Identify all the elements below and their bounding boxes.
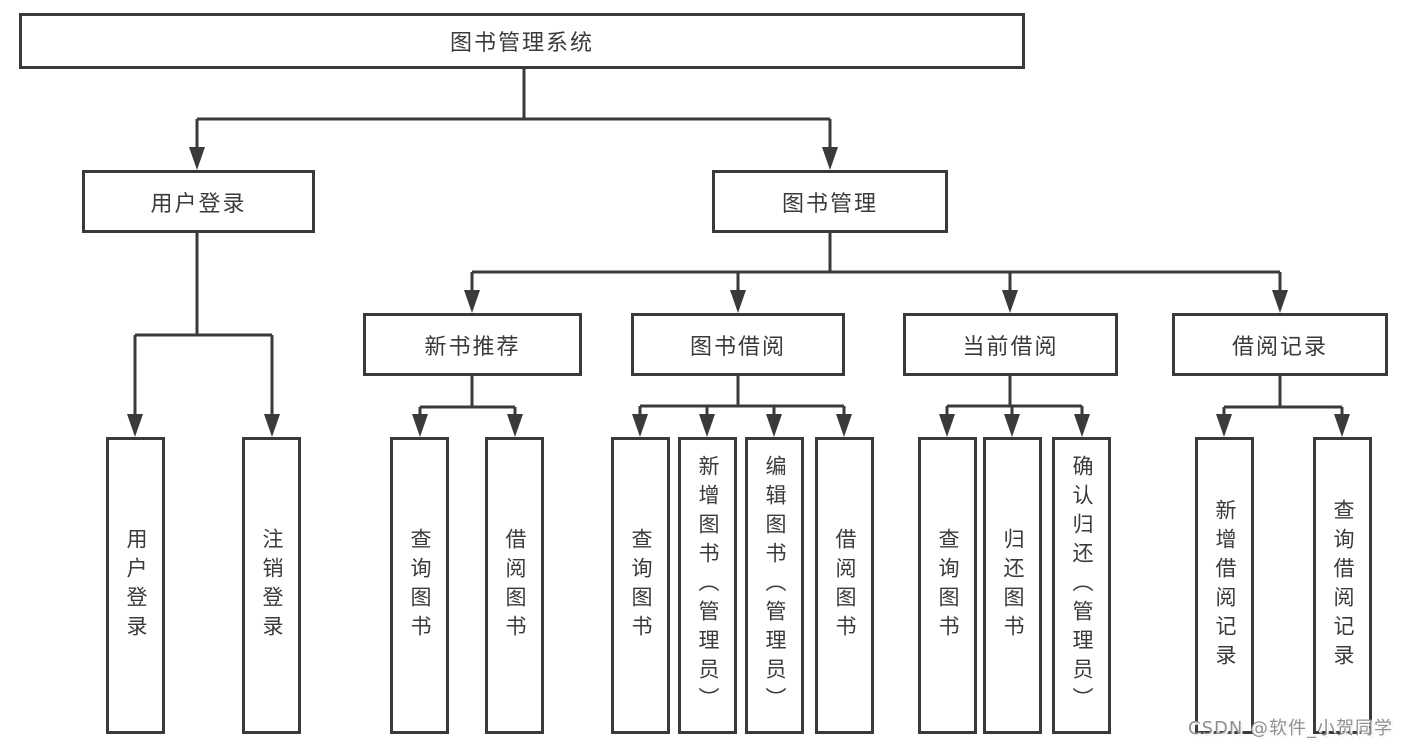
connector-user-login-to-leaves bbox=[133, 233, 274, 417]
leaf-label: 编辑图书（管理员） bbox=[763, 455, 787, 716]
leaf-borrow-books-1: 借阅图书 bbox=[485, 437, 544, 734]
arrowheads-current-borrow bbox=[939, 414, 1090, 437]
leaf-borrow-books-2: 借阅图书 bbox=[815, 437, 874, 734]
leaf-query-books-2: 查询图书 bbox=[611, 437, 670, 734]
leaf-logout: 注销登录 bbox=[242, 437, 301, 734]
leaf-label: 归还图书 bbox=[1001, 527, 1025, 644]
connector-root-to-level2 bbox=[195, 69, 832, 150]
connector-borrow-records-to-leaves bbox=[1222, 376, 1344, 417]
node-new-book-recommend: 新书推荐 bbox=[363, 313, 582, 376]
leaf-label: 确认归还（管理员） bbox=[1070, 455, 1094, 716]
arrowheads-root-to-level2 bbox=[189, 147, 838, 170]
leaf-label: 查询图书 bbox=[936, 527, 960, 644]
connector-new-books-to-leaves bbox=[418, 376, 517, 417]
leaf-confirm-return-admin: 确认归还（管理员） bbox=[1052, 437, 1111, 734]
leaf-label: 新增借阅记录 bbox=[1213, 498, 1237, 673]
leaf-edit-books-admin: 编辑图书（管理员） bbox=[745, 437, 804, 734]
node-book-borrowing: 图书借阅 bbox=[631, 313, 845, 376]
arrowheads-book-mgmt bbox=[464, 290, 1288, 313]
arrowheads-borrow-records bbox=[1216, 414, 1350, 437]
leaf-add-borrow-record: 新增借阅记录 bbox=[1195, 437, 1254, 734]
leaf-label: 用户登录 bbox=[124, 527, 148, 644]
arrowheads-new-books bbox=[412, 414, 523, 437]
node-user-login: 用户登录 bbox=[82, 170, 315, 233]
leaf-add-books-admin: 新增图书（管理员） bbox=[678, 437, 737, 734]
node-book-management: 图书管理 bbox=[712, 170, 948, 233]
leaf-query-books-3: 查询图书 bbox=[918, 437, 977, 734]
leaf-user-login: 用户登录 bbox=[106, 437, 165, 734]
leaf-label: 借阅图书 bbox=[833, 527, 857, 644]
connector-book-mgmt-to-level3 bbox=[470, 233, 1282, 292]
connector-current-borrow-to-leaves bbox=[945, 376, 1084, 417]
leaf-label: 查询图书 bbox=[408, 527, 432, 644]
leaf-label: 新增图书（管理员） bbox=[696, 455, 720, 716]
node-current-borrowing: 当前借阅 bbox=[903, 313, 1118, 376]
arrowheads-book-borrow bbox=[632, 414, 852, 437]
arrowheads-user-login bbox=[127, 414, 280, 437]
leaf-query-books-1: 查询图书 bbox=[390, 437, 449, 734]
leaf-label: 查询借阅记录 bbox=[1331, 498, 1355, 673]
csdn-watermark: CSDN @软件_小贺同学 bbox=[1188, 718, 1394, 739]
leaf-label: 注销登录 bbox=[260, 527, 284, 644]
leaf-query-borrow-record: 查询借阅记录 bbox=[1313, 437, 1372, 734]
leaf-label: 查询图书 bbox=[629, 527, 653, 644]
connector-book-borrow-to-leaves bbox=[638, 376, 846, 417]
leaf-return-books: 归还图书 bbox=[983, 437, 1042, 734]
leaf-label: 借阅图书 bbox=[503, 527, 527, 644]
node-borrowing-records: 借阅记录 bbox=[1172, 313, 1388, 376]
node-root: 图书管理系统 bbox=[19, 13, 1025, 69]
